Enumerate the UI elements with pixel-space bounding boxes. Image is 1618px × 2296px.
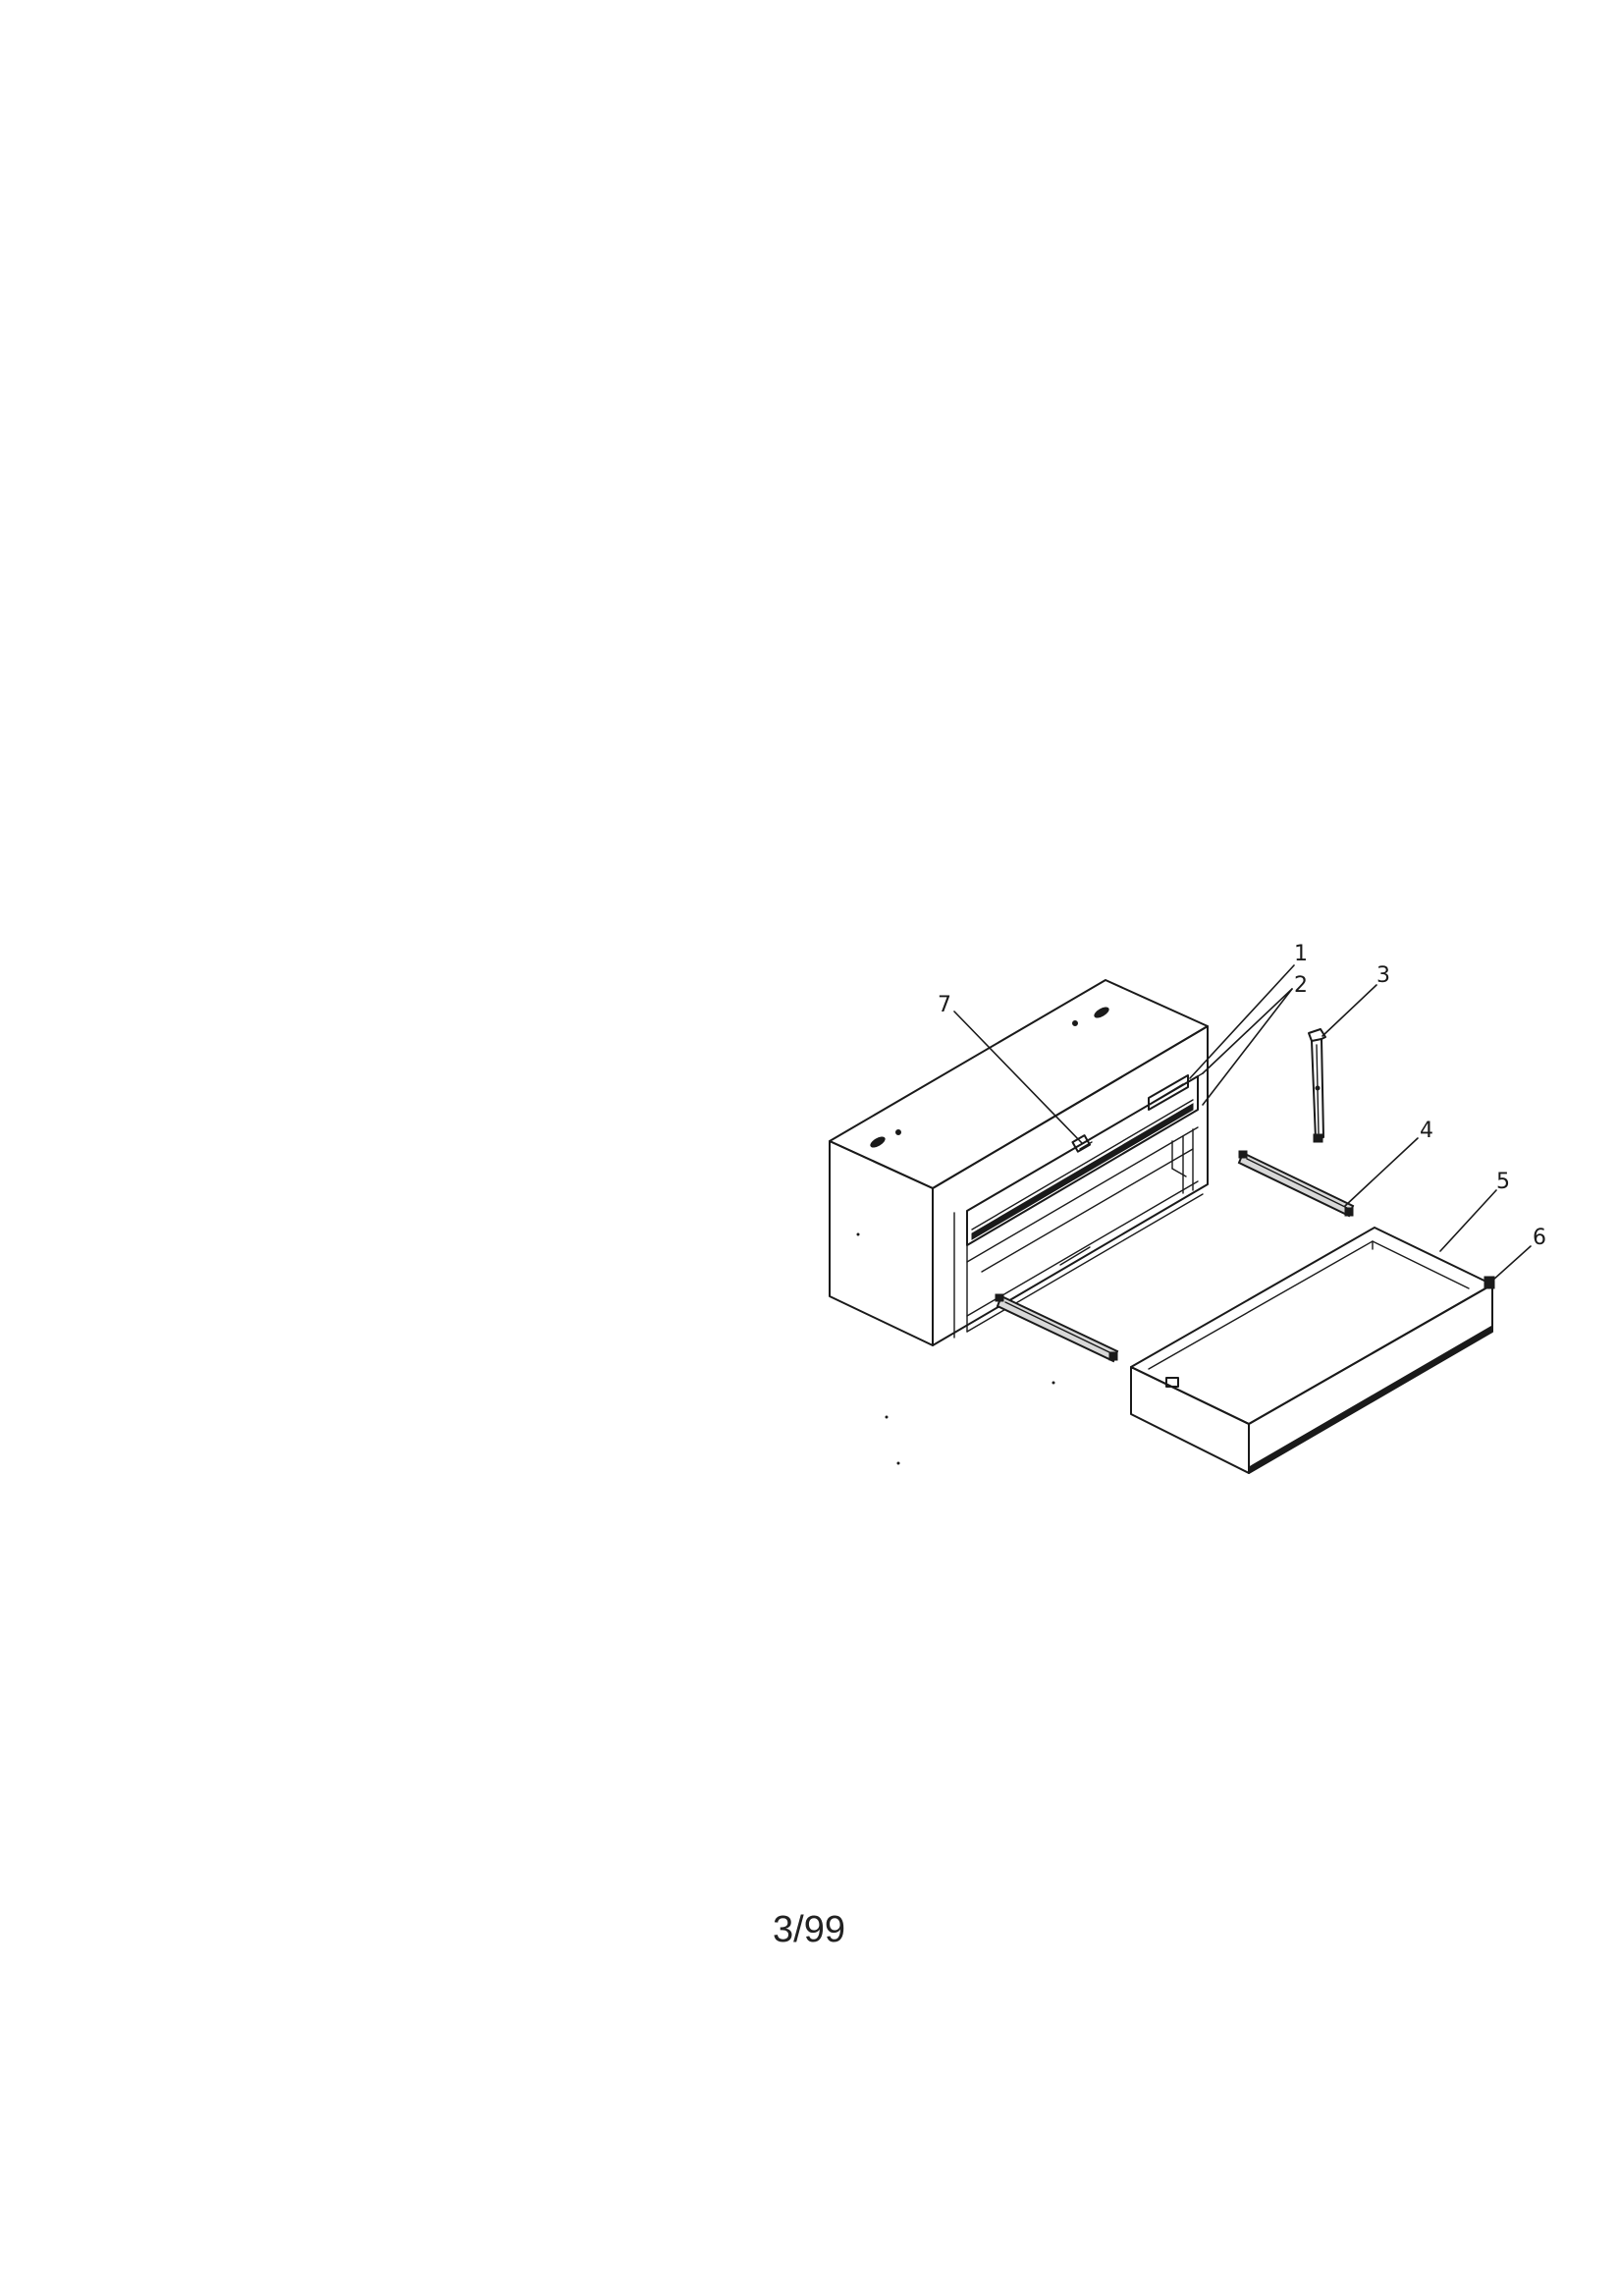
drawer-slide-left: [995, 1293, 1119, 1363]
scan-specks: [856, 1232, 1055, 1465]
callout-2: 2: [1294, 973, 1308, 998]
callout-3: 3: [1376, 963, 1390, 988]
slide-bracket: [1308, 1028, 1326, 1143]
callout-1: 1: [1294, 942, 1308, 966]
page-code: 3/99: [773, 1909, 845, 1950]
callout-6: 6: [1533, 1226, 1546, 1250]
cabinet: [829, 979, 1209, 1346]
callout-4: 4: [1420, 1119, 1433, 1143]
drawer-slide-right: [1237, 1150, 1355, 1218]
callout-5: 5: [1496, 1170, 1510, 1194]
callout-7: 7: [938, 993, 951, 1017]
drawer: [1130, 1227, 1495, 1474]
leader-lines: [953, 964, 1532, 1282]
